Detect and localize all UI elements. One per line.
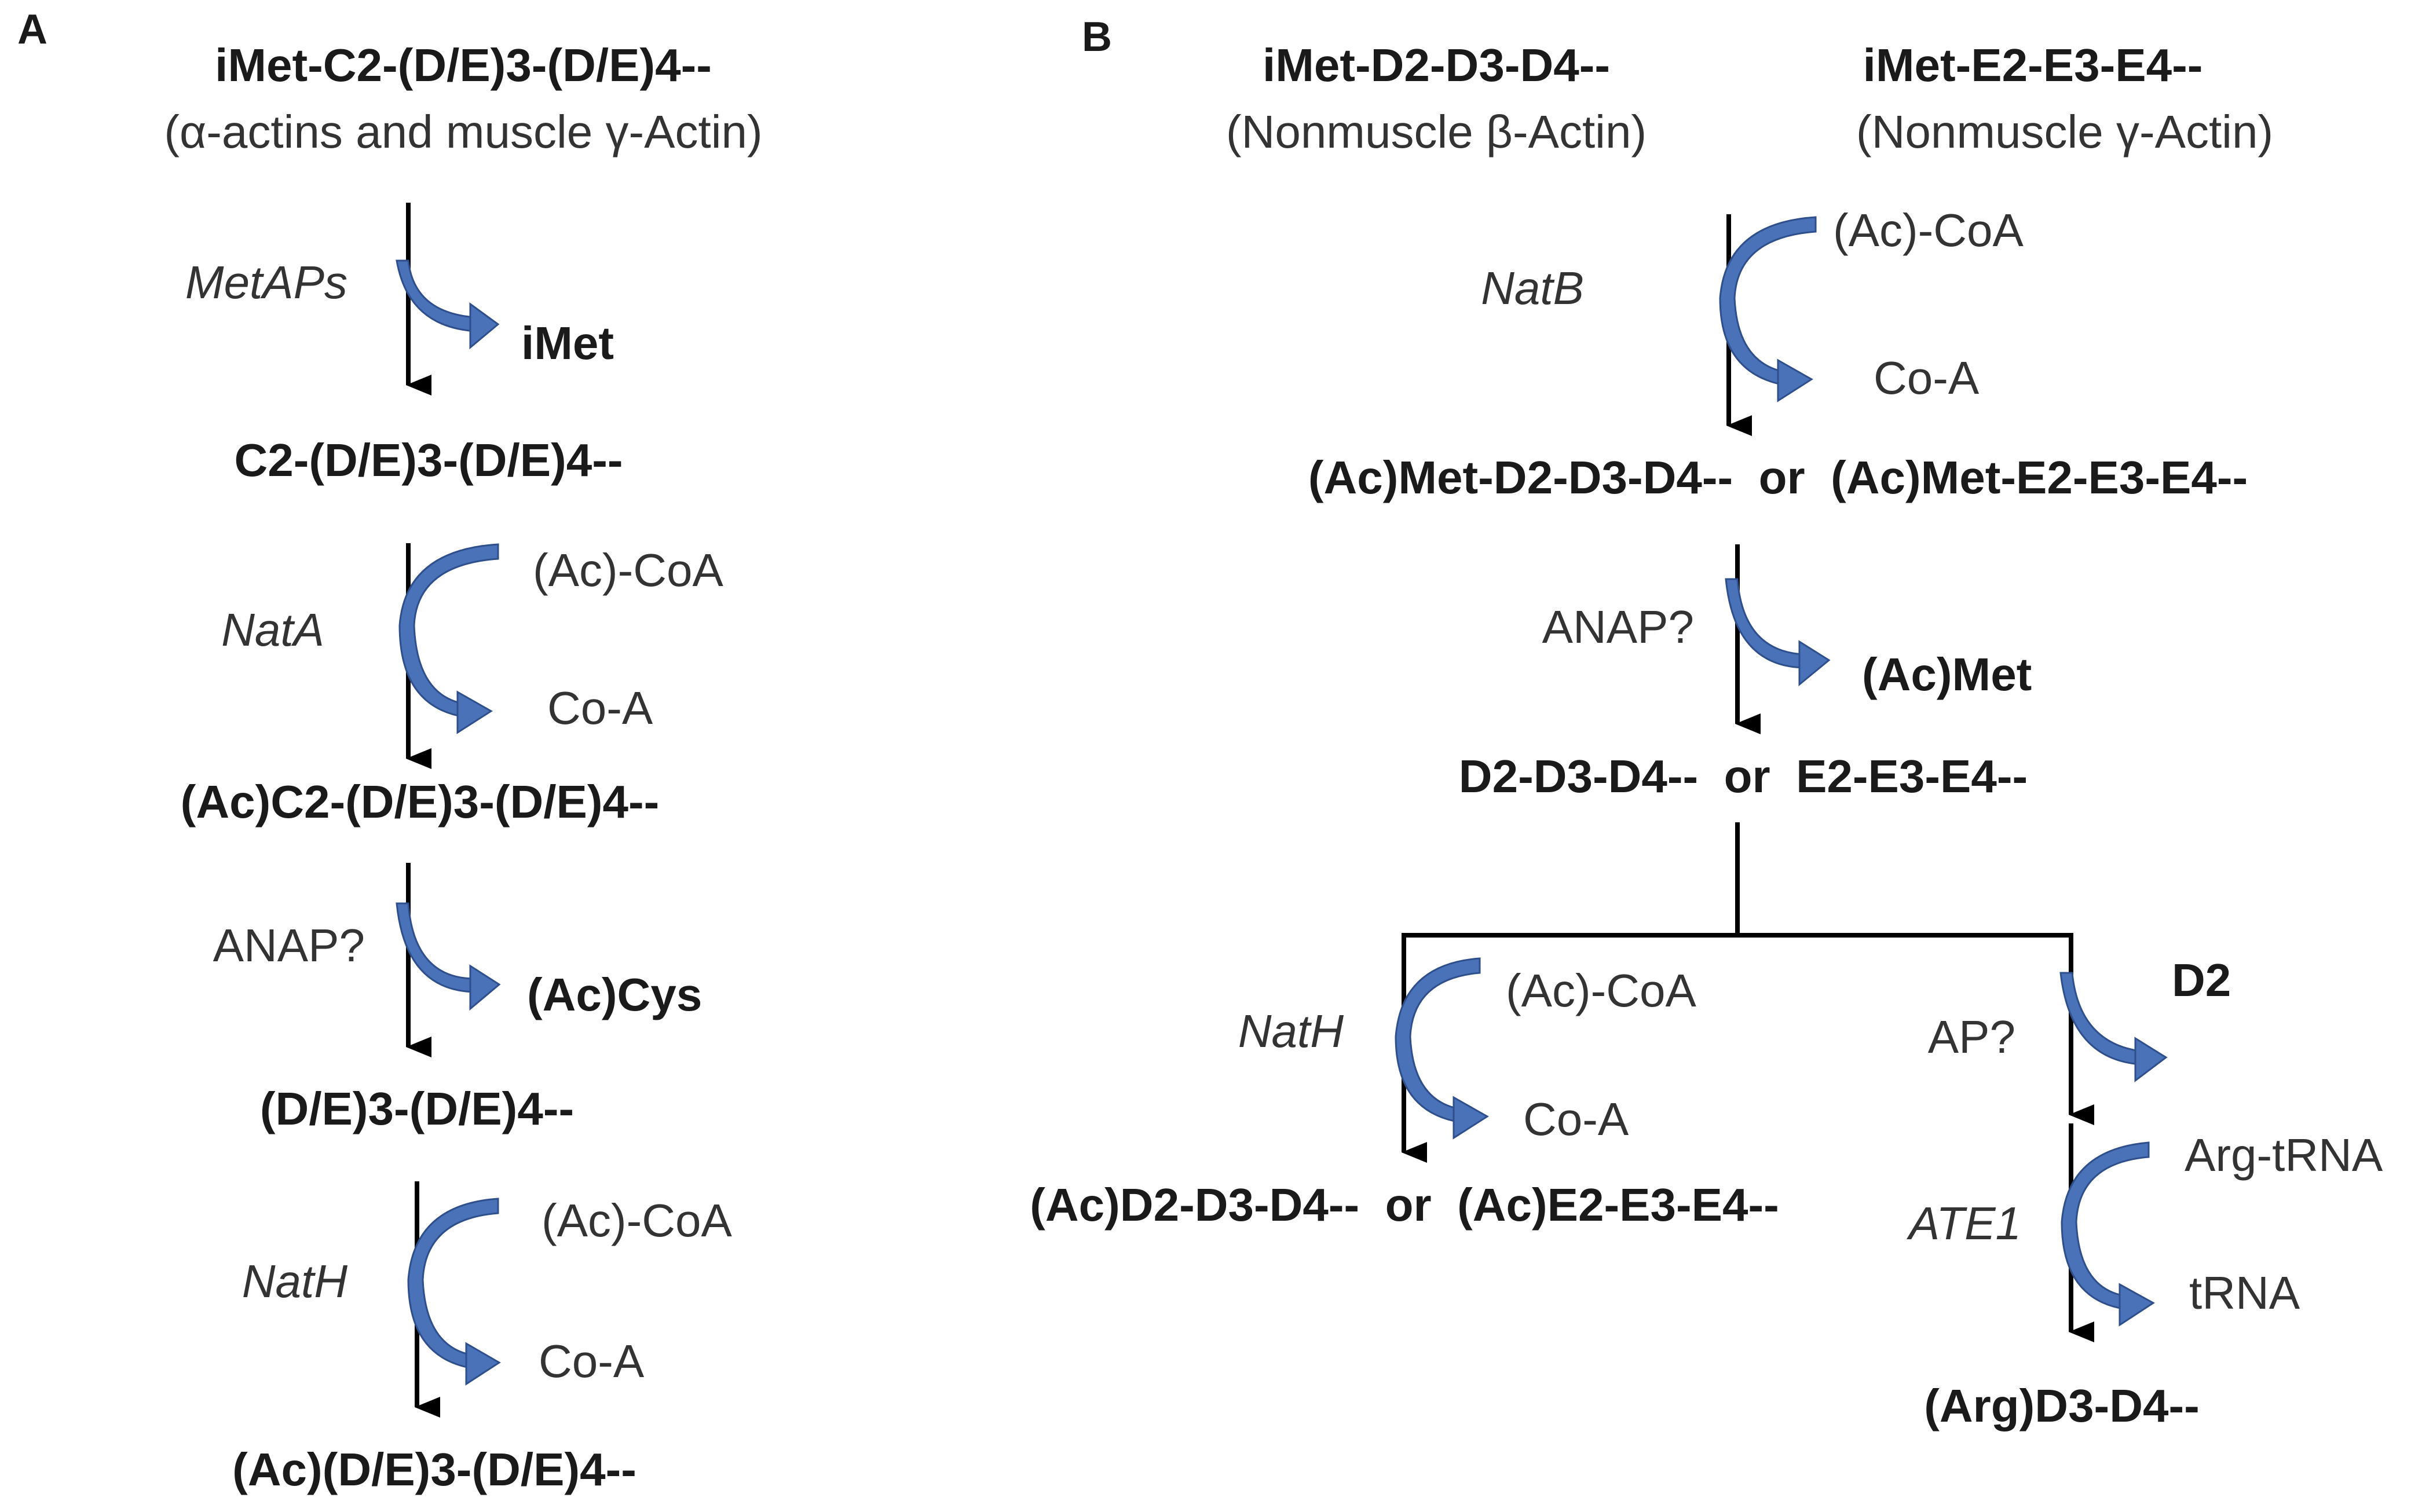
panel-b-right-enzyme-2: ATE1 [1907,1198,2021,1249]
panel-b-step1-curved-arrow-icon [1719,216,1817,402]
panel-a-step2-enzyme: NatA [221,604,324,656]
panel-a-species-4: (Ac)(D/E)3-(D/E)4-- [232,1444,636,1495]
panel-b-right-product-2: tRNA [2189,1267,2300,1319]
panel-a-step2-curved-arrow-icon [398,543,499,734]
panel-b-step1-product: Co-A [1874,352,1980,404]
panel-b-right-species: (Arg)D3-D4-- [1924,1380,2200,1432]
panel-a-step3-curved-arrow-icon [396,902,501,1011]
panel-b-title-right: iMet-E2-E3-E4-- [1863,39,2203,91]
panel-a-title: iMet-C2-(D/E)3-(D/E)4-- [215,39,712,91]
panel-b-step1-substrate: (Ac)-CoA [1833,204,2024,256]
panel-a-step2-substrate: (Ac)-CoA [533,544,724,596]
panel-b-step2-product: (Ac)Met [1862,649,2032,700]
panel-a-step4-curved-arrow-icon [407,1198,501,1386]
panel-b-left-species: (Ac)D2-D3-D4-- or (Ac)E2-E3-E4-- [1030,1179,1779,1231]
panel-b-left-enzyme: NatH [1238,1005,1344,1057]
panel-b-subtitle-right: (Nonmuscle γ-Actin) [1856,106,2273,158]
panel-b-step1-enzyme: NatB [1481,262,1584,314]
panel-a-step1-product: iMet [521,317,614,369]
panel-b-step2-curved-arrow-icon [1725,578,1831,687]
panel-b-right-enzyme-1: AP? [1928,1011,2015,1063]
panel-a-step4-enzyme: NatH [242,1255,347,1307]
panel-a-step2-product: Co-A [547,682,653,734]
panel-a-subtitle: (α-actins and muscle γ-Actin) [164,106,762,158]
panel-b-title-left: iMet-D2-D3-D4-- [1263,39,1610,91]
panel-a-step4-product: Co-A [539,1335,645,1387]
panel-a-step1-enzyme: MetAPs [185,257,347,308]
panel-b-right-substrate-2: Arg-tRNA [2185,1129,2383,1181]
panel-a-species-1: C2-(D/E)3-(D/E)4-- [234,434,623,486]
panel-a-species-3: (D/E)3-(D/E)4-- [260,1083,574,1134]
panel-b-step2-enzyme: ANAP? [1542,601,1694,653]
panel-b-species-2: D2-D3-D4-- or E2-E3-E4-- [1459,750,2028,802]
panel-a-step1-curved-arrow-icon [396,259,500,350]
panel-b-right-curved-arrow-2-icon [2061,1141,2155,1327]
panel-b-subtitle-left: (Nonmuscle β-Actin) [1226,106,1647,158]
panel-b-label: B [1082,14,1112,60]
panel-b-left-curved-arrow-icon [1395,957,1489,1140]
panel-b-right-curved-arrow-1-icon [2059,972,2168,1083]
panel-a-species-2: (Ac)C2-(D/E)3-(D/E)4-- [181,776,660,828]
panel-a-step3-enzyme: ANAP? [213,920,365,971]
panel-b-species-1: (Ac)Met-D2-D3-D4-- or (Ac)Met-E2-E3-E4-- [1308,452,2248,503]
panel-a-label: A [17,6,47,53]
panel-a-step3-product: (Ac)Cys [527,969,702,1020]
panel-b-right-product-1: D2 [2172,954,2231,1006]
panel-b-left-substrate: (Ac)-CoA [1506,965,1697,1016]
panel-b-left-product: Co-A [1523,1093,1629,1145]
panel-a-step4-substrate: (Ac)-CoA [542,1195,733,1246]
